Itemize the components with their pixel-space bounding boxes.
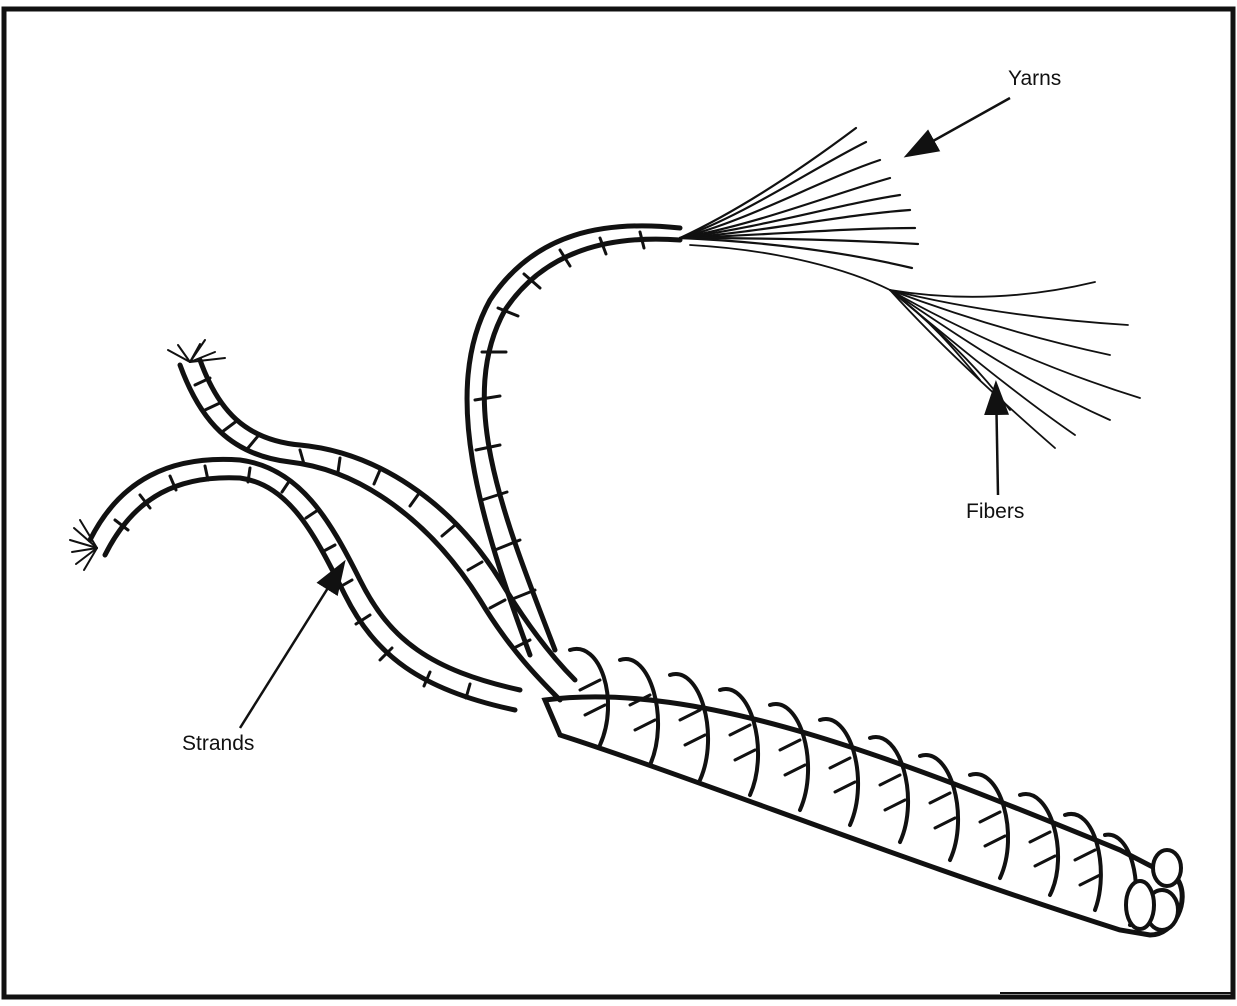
strands-label: Strands <box>182 732 254 755</box>
fibers-fan <box>690 245 1140 448</box>
strands-arrow <box>240 564 343 728</box>
yarns-arrow <box>908 98 1010 155</box>
yarns-label: Yarns <box>1008 67 1061 90</box>
fibers-label: Fibers <box>966 500 1024 523</box>
rope-body <box>545 649 1182 935</box>
fibers-arrow <box>996 385 998 495</box>
arched-strand <box>467 226 680 655</box>
yarns-callout: Yarns <box>908 67 1061 155</box>
fibers-callout: Fibers <box>966 385 1024 523</box>
strands-callout: Strands <box>182 564 343 755</box>
